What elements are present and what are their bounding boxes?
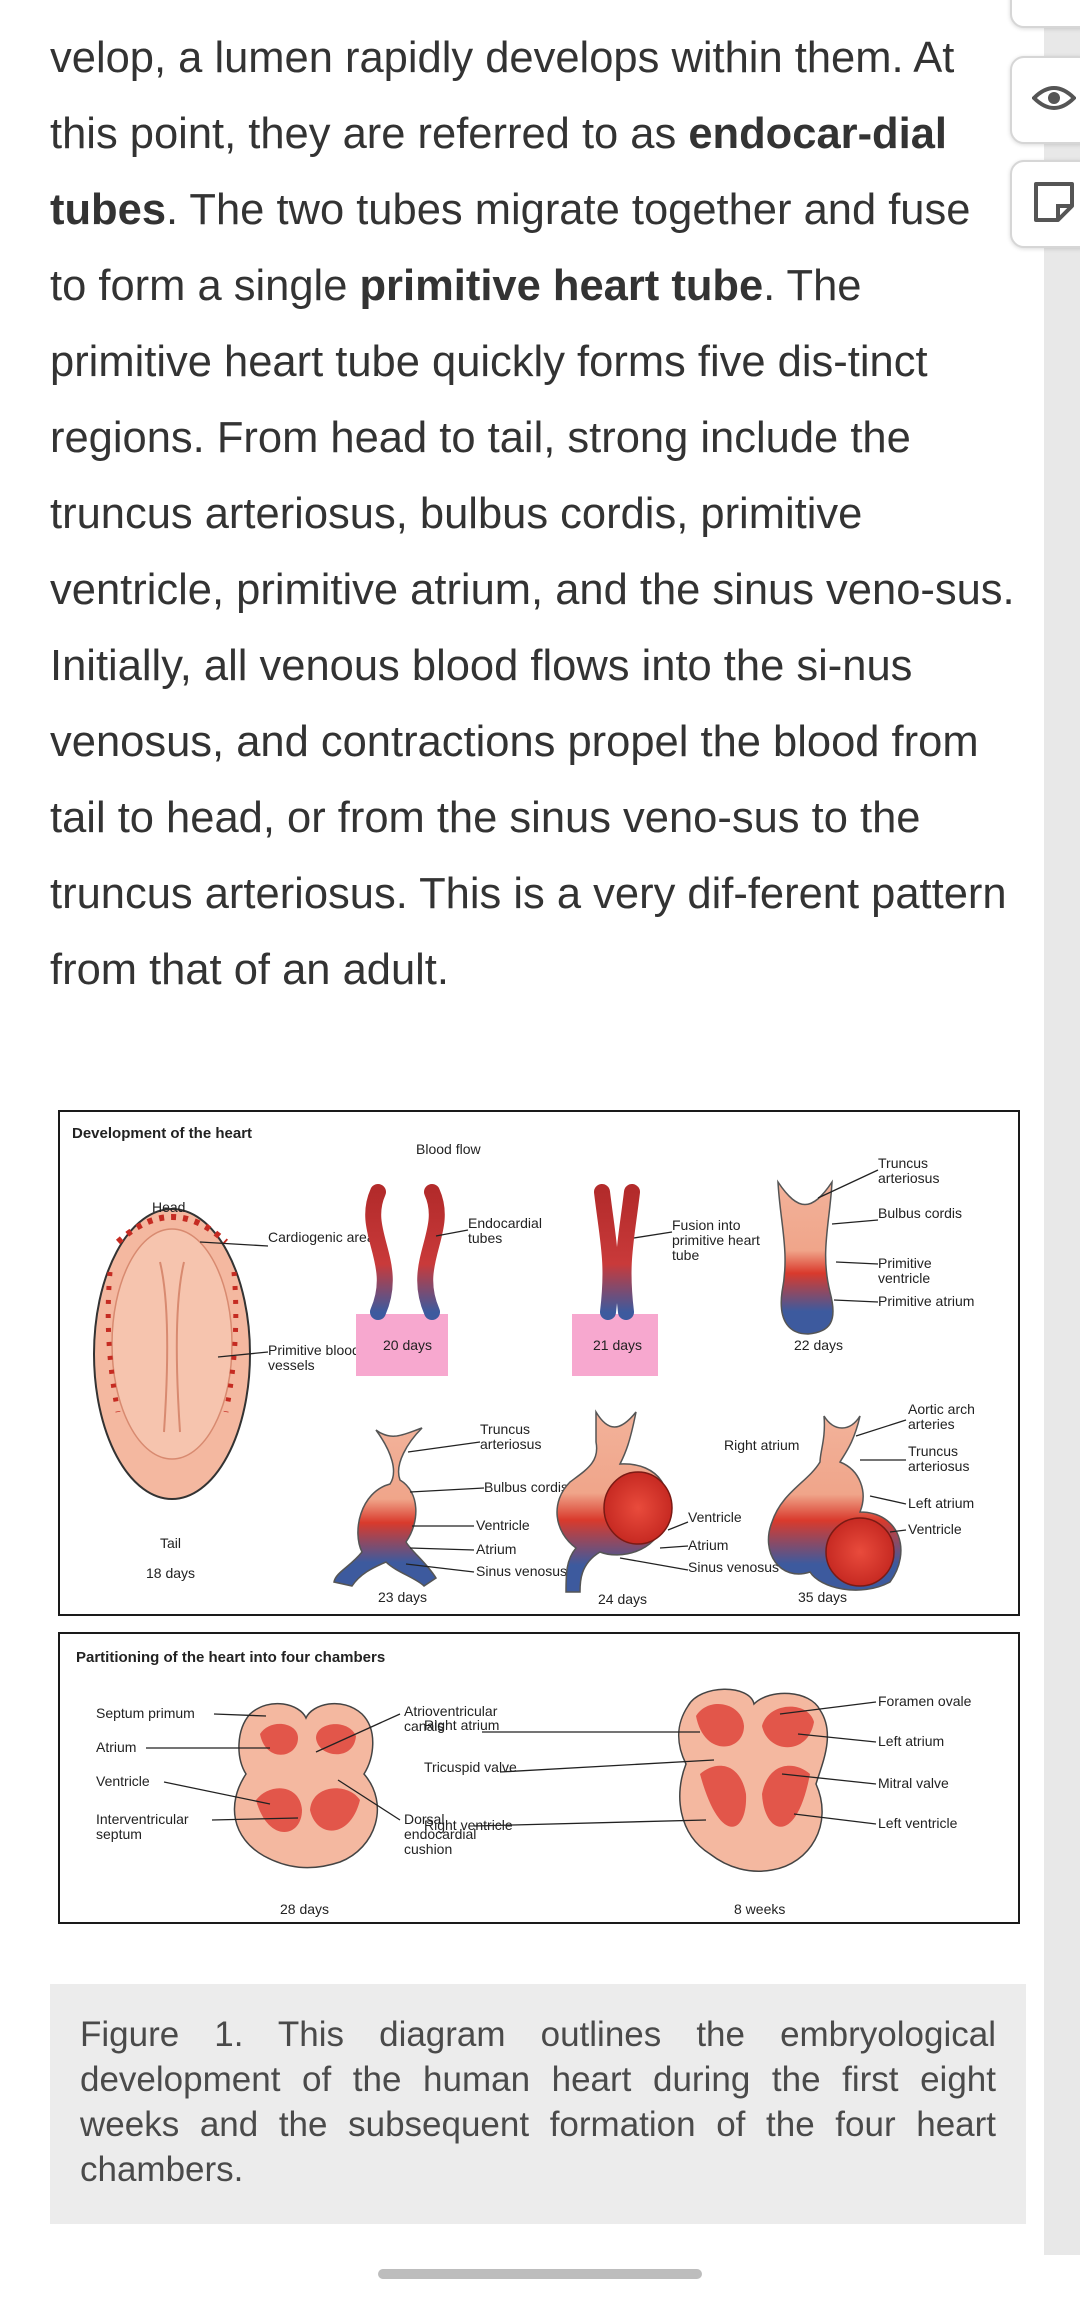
label-bulbus-22: Bulbus cordis <box>878 1205 962 1221</box>
label-mitral-valve: Mitral valve <box>878 1775 949 1791</box>
text-run: velop, a lumen rapidly develops within t… <box>50 34 955 158</box>
label-tricuspid: Tricuspid valve <box>424 1759 517 1775</box>
figure: Development of the heart Head Tail 18 da… <box>58 1110 1020 1924</box>
endocardial-tube-left <box>365 1184 393 1320</box>
heart-tube-22-days <box>777 1179 834 1335</box>
label-left-ventricle: Left ventricle <box>878 1815 958 1831</box>
figure-caption: Figure 1. This diagram outlines the embr… <box>80 2015 996 2189</box>
label-right-atrium-35: Right atrium <box>724 1437 799 1453</box>
note-icon <box>1034 182 1074 222</box>
eye-icon <box>1032 86 1076 110</box>
eye-button[interactable] <box>1010 56 1080 144</box>
panel-title: Partitioning of the heart into four cham… <box>76 1649 385 1666</box>
panel-title: Development of the heart <box>72 1125 252 1142</box>
note-button[interactable] <box>1010 160 1080 248</box>
label-ventricle-24: Ventricle <box>688 1509 742 1525</box>
label-bulbus-23: Bulbus cordis <box>484 1479 568 1495</box>
top-side-button[interactable] <box>1010 0 1080 28</box>
label-22-days: 22 days <box>794 1337 843 1353</box>
label-18-days: 18 days <box>146 1565 195 1581</box>
heart-23-days <box>333 1427 438 1587</box>
label-sinus-24: Sinus venosus <box>688 1559 779 1575</box>
label-foramen-ovale: Foramen ovale <box>878 1693 972 1709</box>
label-primitive-atrium: Primitive atrium <box>878 1293 974 1309</box>
label-cardiogenic: Cardiogenic area <box>268 1229 375 1245</box>
label-21-days: 21 days <box>593 1337 642 1353</box>
panel-partitioning: Partitioning of the heart into four cham… <box>58 1632 1020 1924</box>
label-28-days: 28 days <box>280 1901 329 1917</box>
label-atrium-28: Atrium <box>96 1739 136 1755</box>
label-20-days: 20 days <box>383 1337 432 1353</box>
label-tail: Tail <box>160 1535 181 1551</box>
partitioning-diagram: Partitioning of the heart into four cham… <box>76 1649 972 1917</box>
label-sinus-23: Sinus venosus <box>476 1563 567 1579</box>
heart-28-days <box>233 1702 379 1869</box>
label-head: Head <box>152 1199 185 1215</box>
development-diagram: Development of the heart Head Tail 18 da… <box>72 1125 975 1607</box>
term-endocardial-tubes: endocar-dial tubes <box>50 110 947 234</box>
label-35-days: 35 days <box>798 1589 847 1605</box>
text-run: . The primitive heart tube quickly forms… <box>50 262 1015 994</box>
label-24-days: 24 days <box>598 1591 647 1607</box>
label-8-weeks: 8 weeks <box>734 1901 785 1917</box>
label-blood-flow: Blood flow <box>416 1141 481 1157</box>
heart-8-weeks <box>678 1688 829 1872</box>
text-run: . The two tubes migrate together and fus… <box>50 186 971 310</box>
label-left-atrium-8w: Left atrium <box>878 1733 944 1749</box>
label-ventricle-35: Ventricle <box>908 1521 962 1537</box>
label-right-ventricle: Right ventricle <box>424 1817 513 1833</box>
panel-development: Development of the heart Head Tail 18 da… <box>58 1110 1020 1616</box>
highlight-20-days <box>356 1314 448 1376</box>
label-ventricle-28: Ventricle <box>96 1773 150 1789</box>
article-text: velop, a lumen rapidly develops within t… <box>50 20 1016 1008</box>
article-paragraph: velop, a lumen rapidly develops within t… <box>50 20 1016 1008</box>
scrollbar[interactable] <box>1044 0 1080 2255</box>
label-left-atrium-35: Left atrium <box>908 1495 974 1511</box>
endocardial-tube-right <box>417 1184 445 1320</box>
label-atrium-23: Atrium <box>476 1541 516 1557</box>
label-septum-primum: Septum primum <box>96 1705 195 1721</box>
fused-heart-tube <box>594 1184 640 1320</box>
figure-caption-box: Figure 1. This diagram outlines the embr… <box>50 1984 1026 2224</box>
label-ventricle-23: Ventricle <box>476 1517 530 1533</box>
label-right-atrium-8w: Right atrium <box>424 1717 499 1733</box>
term-primitive-heart-tube: primitive heart tube <box>359 262 764 310</box>
label-atrium-24: Atrium <box>688 1537 728 1553</box>
highlight-21-days <box>572 1314 658 1376</box>
label-23-days: 23 days <box>378 1589 427 1605</box>
embryo-18-days <box>93 1208 251 1500</box>
home-indicator[interactable] <box>378 2269 702 2279</box>
